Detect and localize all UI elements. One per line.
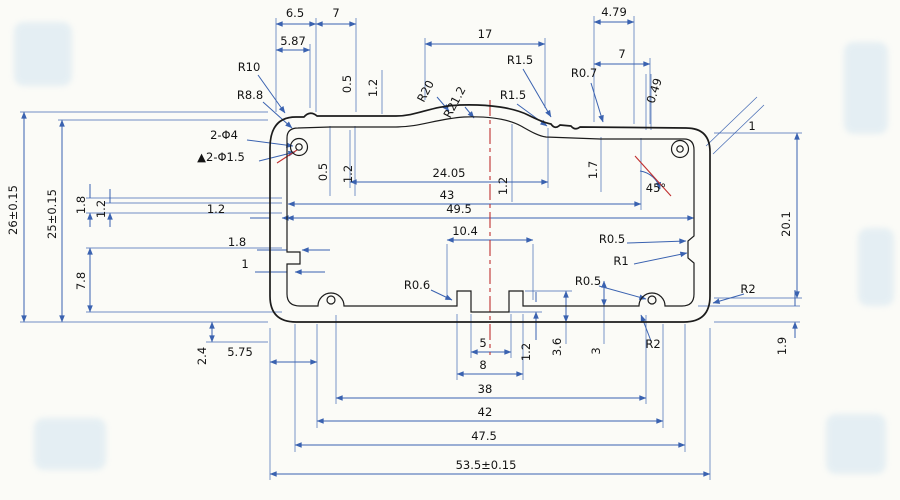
dim-label-1-2-in: 1.2 xyxy=(341,165,355,183)
dim-label-1-2-left: 1.2 xyxy=(94,200,108,218)
angle-45-arc xyxy=(639,170,662,190)
dim-label-3: 3 xyxy=(589,347,603,354)
dim-label-1-2-top: 1.2 xyxy=(366,79,380,97)
dim-label-r8-8: R8.8 xyxy=(237,88,263,102)
dim-label-0-5-in: 0.5 xyxy=(316,163,330,181)
watermark-blob xyxy=(826,414,886,474)
dim-label-5-87: 5.87 xyxy=(280,34,306,48)
screw-boss-top-left xyxy=(289,137,309,157)
extrusion-profile xyxy=(269,103,711,323)
leader-r2a xyxy=(712,293,745,304)
dim-label-r2b: R2 xyxy=(645,337,660,351)
dim-label-1-9: 1.9 xyxy=(775,337,789,355)
leader-r1-5a xyxy=(522,68,552,118)
leader-r1-5b xyxy=(516,103,548,127)
dim-label-45deg: 45° xyxy=(646,181,666,195)
leader-r0-5b xyxy=(598,285,647,300)
dim-label-3-6: 3.6 xyxy=(550,338,564,356)
extension-lines-bottom xyxy=(206,290,711,480)
leader-r20 xyxy=(436,96,450,112)
dim-label-r0-7: R0.7 xyxy=(571,66,597,80)
dim-label-7b: 7 xyxy=(618,47,625,61)
leader-r0-6 xyxy=(430,289,453,301)
leader-phi1-5 xyxy=(258,150,296,162)
dim-label-2-4: 2.4 xyxy=(195,347,209,365)
dim-label-r2a: R2 xyxy=(740,282,755,296)
dim-label-r1: R1 xyxy=(613,254,628,268)
dim-label-7: 7 xyxy=(332,6,339,20)
watermark-blob xyxy=(858,228,894,306)
dim-label-17: 17 xyxy=(478,27,493,41)
dim-label-r1-5b: R1.5 xyxy=(500,88,526,102)
dim-label-r0-5a: R0.5 xyxy=(599,232,625,246)
dim-label-1-2-bot: 1.2 xyxy=(519,343,533,361)
dim-label-1-8-left: 1.8 xyxy=(74,196,88,214)
dim-label-1-7: 1.7 xyxy=(586,161,600,179)
dim-label-25: 25±0.15 xyxy=(45,189,59,239)
dim-label-1-2-in-b: 1.2 xyxy=(496,177,510,195)
dim-label-10-4: 10.4 xyxy=(452,224,478,238)
extension-lines-left xyxy=(20,111,282,323)
dim-label-r21-2: R21.2 xyxy=(440,84,468,120)
extension-lines-inner xyxy=(329,124,642,300)
leader-r0-5a xyxy=(626,238,687,245)
dim-label-53-5: 53.5±0.15 xyxy=(456,458,517,472)
chamfer-45-reference-line xyxy=(634,155,672,197)
corner-chamfer-lines xyxy=(705,96,765,155)
extension-lines xyxy=(20,16,802,480)
dim-label-1-2-wall: 1.2 xyxy=(207,202,225,216)
leader-r10 xyxy=(257,74,286,114)
watermark-blob xyxy=(844,42,888,134)
dim-label-5: 5 xyxy=(479,336,486,350)
leader-r2b xyxy=(640,314,652,342)
profile-outer-outline xyxy=(269,103,711,323)
leader-r0-7 xyxy=(590,82,604,123)
dim-label-7-8: 7.8 xyxy=(74,272,88,290)
screw-hole-bottom-right xyxy=(647,295,657,305)
dim-label-r1-5a: R1.5 xyxy=(507,53,533,67)
screw-hole-top-left xyxy=(295,143,303,151)
leader-r21-2 xyxy=(464,106,475,119)
screw-boss-top-right xyxy=(670,139,690,159)
dim-label-43: 43 xyxy=(440,188,455,202)
dim-label-49-5: 49.5 xyxy=(446,202,472,216)
leader-lines xyxy=(246,68,745,342)
dimension-labels: 6.5 7 5.87 17 4.79 7 R10 R8.8 2-Φ4 ▲2-Φ1… xyxy=(6,5,793,472)
dim-label-r20: R20 xyxy=(414,78,437,105)
dim-label-5-75: 5.75 xyxy=(227,345,253,359)
dim-label-corner-1: 1 xyxy=(748,119,755,133)
dim-label-0-49: 0.49 xyxy=(644,76,665,105)
extension-lines-top xyxy=(275,16,652,130)
dim-label-47-5: 47.5 xyxy=(471,429,497,443)
dim-label-r0-6: R0.6 xyxy=(404,278,430,292)
screw-hole-bottom-left xyxy=(326,295,336,305)
dim-label-1-8-rib: 1.8 xyxy=(228,235,246,249)
dim-label-phi1-5: ▲2-Φ1.5 xyxy=(197,150,245,164)
leader-r1 xyxy=(633,251,688,265)
dim-label-0-5-top: 0.5 xyxy=(340,75,354,93)
dim-label-42: 42 xyxy=(478,405,493,419)
dim-label-4-79: 4.79 xyxy=(601,5,627,19)
dim-label-26: 26±0.15 xyxy=(6,185,20,235)
extension-lines-right xyxy=(698,132,802,323)
dim-label-24-05: 24.05 xyxy=(433,166,466,180)
dim-label-1-rib: 1 xyxy=(241,257,248,271)
dim-label-38: 38 xyxy=(478,382,493,396)
dim-label-r10: R10 xyxy=(238,60,261,74)
dim-label-6-5: 6.5 xyxy=(286,6,304,20)
profile-inner-cavity xyxy=(286,116,695,313)
watermark-blob xyxy=(34,418,106,470)
dim-label-phi4: 2-Φ4 xyxy=(210,128,238,142)
leader-r8-8 xyxy=(262,101,293,129)
screw-hole-top-right xyxy=(676,145,684,153)
dim-label-r0-5b: R0.5 xyxy=(575,274,601,288)
watermark-blob xyxy=(14,22,72,86)
dim-label-20-1: 20.1 xyxy=(779,211,793,237)
dim-label-8: 8 xyxy=(479,358,486,372)
